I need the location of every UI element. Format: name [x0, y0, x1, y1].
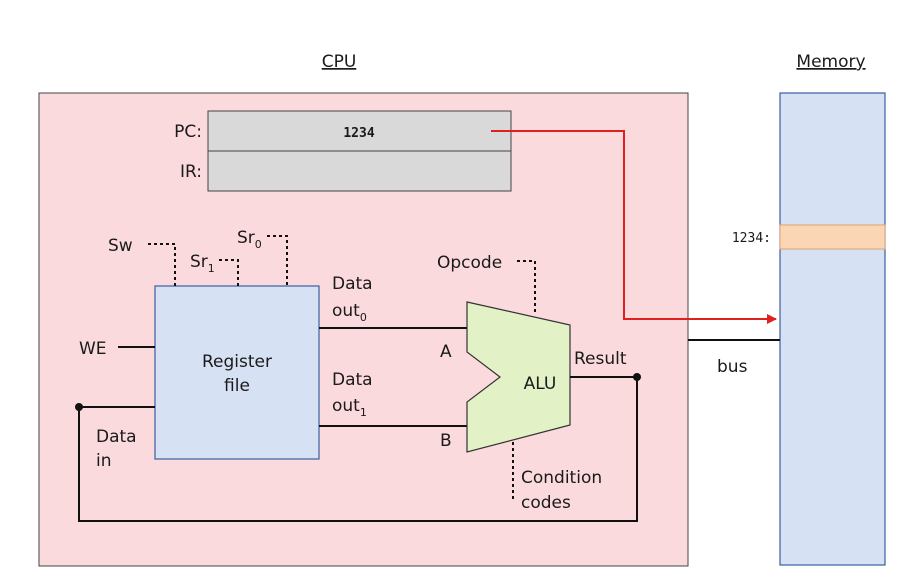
register-file-label-2: file	[224, 376, 250, 396]
sw-label: Sw	[108, 236, 133, 256]
sr1-label: Sr1	[190, 252, 215, 275]
sr1-control-line	[219, 259, 239, 286]
ir-register	[207, 150, 512, 192]
data-out1-text: out	[332, 396, 360, 416]
pc-address-arrow	[491, 130, 777, 324]
data-out1-label-1: Data	[332, 370, 373, 390]
memory-column	[779, 92, 886, 566]
data-out0-subscript: 0	[360, 311, 367, 324]
alu-input-a: A	[440, 342, 452, 362]
pc-value: 1234	[343, 126, 374, 141]
opcode-control-line	[517, 260, 536, 315]
sr0-subscript: 0	[255, 238, 262, 251]
we-label: WE	[79, 339, 107, 359]
data-out0-label-1: Data	[332, 274, 373, 294]
bus-label: bus	[717, 357, 748, 377]
alu-input-b: B	[440, 431, 452, 451]
cpu-title: CPU	[322, 52, 357, 72]
data-out0-text: out	[332, 301, 360, 321]
data-out0-label-2: out0	[332, 301, 367, 324]
ir-label: IR:	[180, 162, 202, 182]
memory-address-label: 1234:	[732, 231, 771, 246]
condition-codes-label-1: Condition	[521, 468, 602, 488]
data-in-label-2: in	[96, 451, 112, 471]
memory-title: Memory	[796, 52, 865, 72]
result-label: Result	[574, 349, 627, 369]
sr1-subscript: 1	[208, 262, 215, 275]
sr1-text: Sr	[190, 252, 208, 272]
data-in-label-1: Data	[96, 427, 137, 447]
register-file-label-1: Register	[202, 352, 272, 372]
pc-label: PC:	[174, 122, 202, 142]
data-out1-subscript: 1	[360, 406, 367, 419]
data-out1-label-2: out1	[332, 396, 367, 419]
opcode-label: Opcode	[437, 253, 502, 273]
sr0-text: Sr	[237, 228, 255, 248]
result-feedback-wire	[78, 377, 638, 522]
condition-codes-label-2: codes	[521, 493, 571, 513]
alu-shape	[466, 301, 571, 453]
data-in-junction-dot	[75, 403, 83, 411]
sr0-control-line	[267, 235, 288, 286]
sr0-label: Sr0	[237, 228, 262, 251]
memory-cell-highlight	[779, 224, 886, 250]
register-file	[154, 285, 320, 460]
sw-control-line	[148, 243, 176, 286]
alu-label: ALU	[524, 374, 557, 394]
pc-register	[207, 110, 512, 152]
